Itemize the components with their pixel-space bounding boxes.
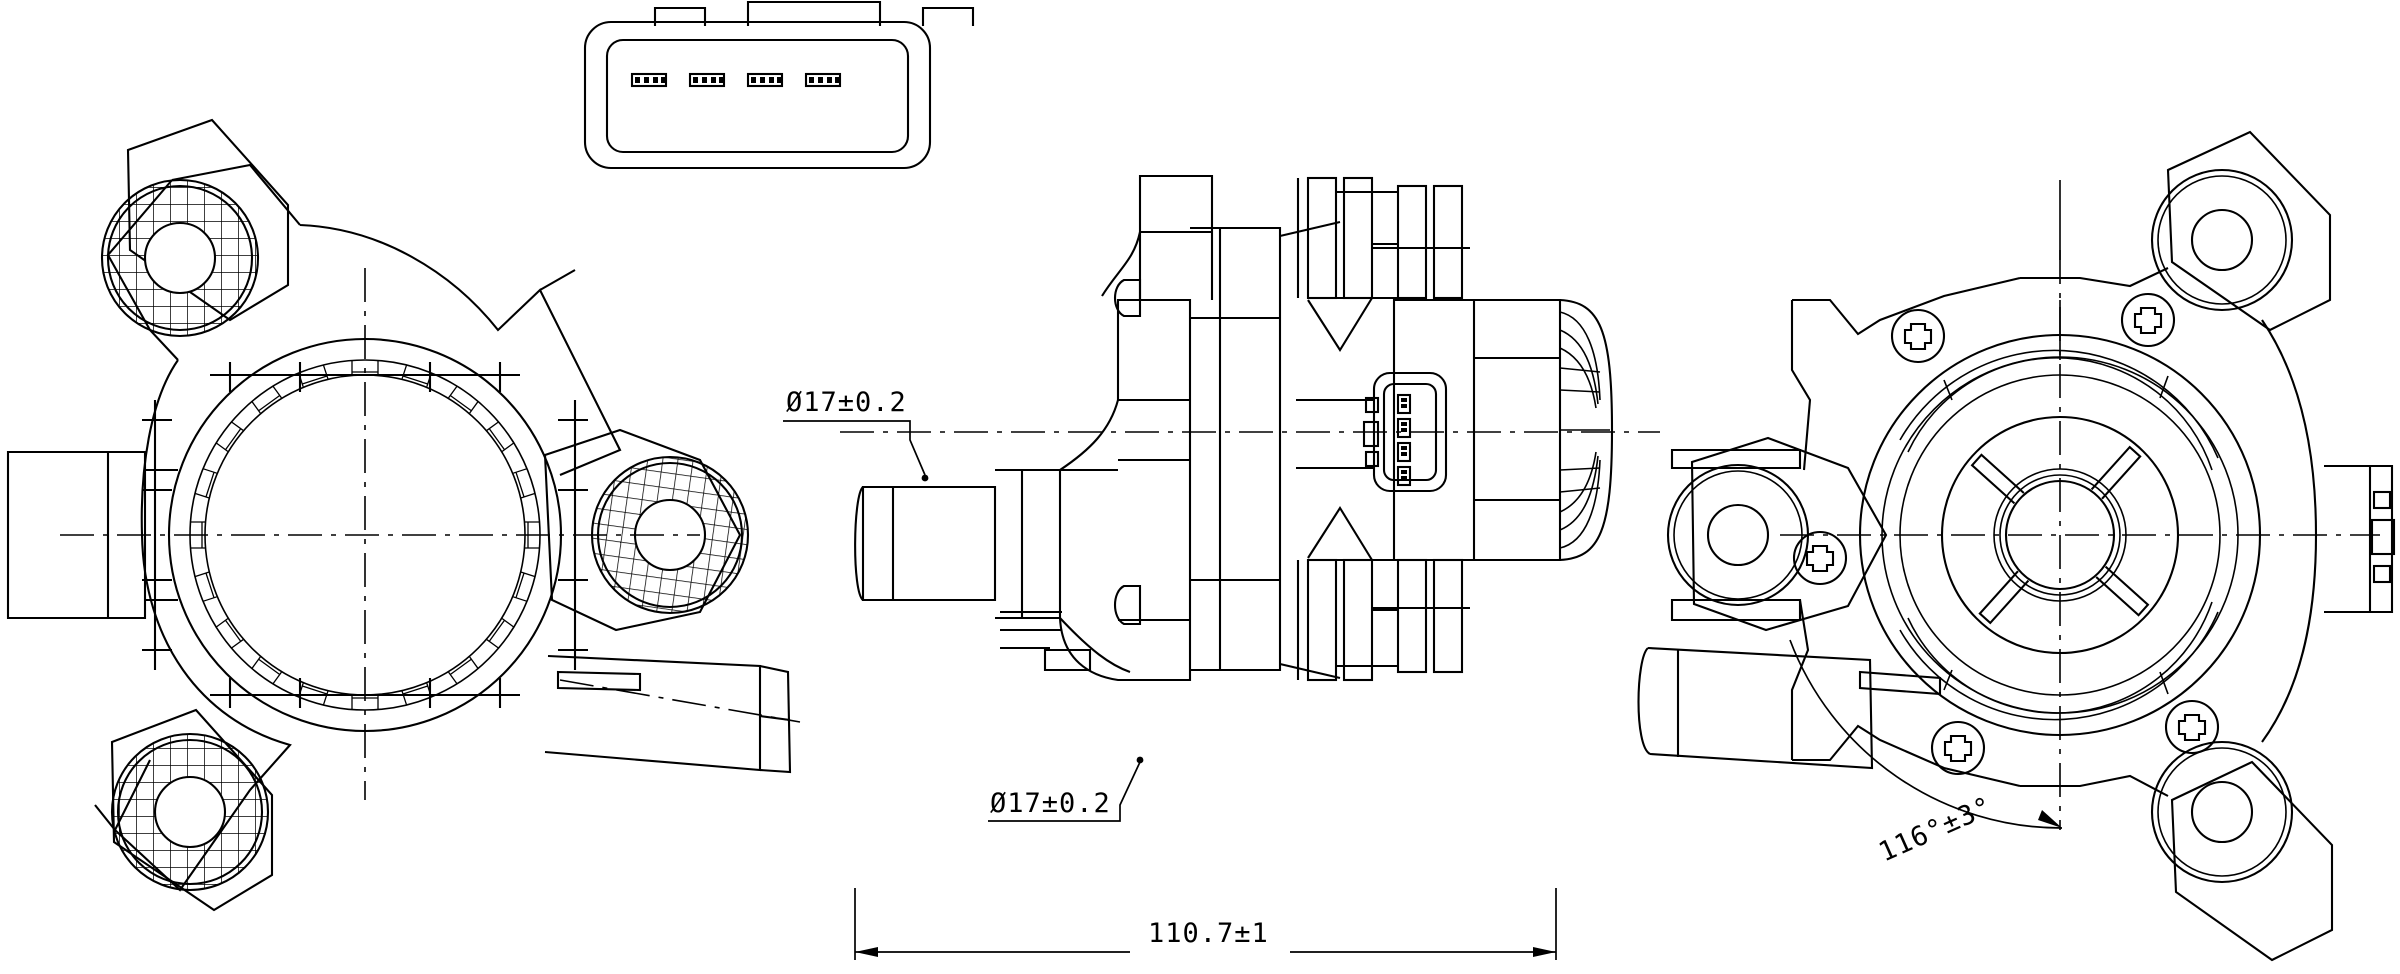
dimension-lower-diameter-text: Ø17±0.2 <box>990 788 1111 819</box>
rear-arc-rib-group <box>1899 349 2219 721</box>
housing-rib-group <box>190 360 540 710</box>
rear-mount-arm-top <box>2166 130 2332 332</box>
dimension-port-angle: 116°±3° <box>1789 639 2063 868</box>
screw-left-mid <box>1792 530 1848 586</box>
connector-detail-view <box>583 0 975 170</box>
screw-group <box>1792 292 2220 776</box>
dimension-port-angle-text: 116°±3° <box>1874 791 1997 868</box>
screw-top-right <box>2120 292 2176 348</box>
center-view <box>840 174 1660 682</box>
center-connector-pins <box>1396 393 1412 487</box>
mounting-boss-right <box>590 455 750 615</box>
rear-connector-edge <box>2324 464 2396 614</box>
screw-bottom-left <box>1930 720 1986 776</box>
dimension-upper-diameter-text: Ø17±0.2 <box>786 387 907 418</box>
left-view-outlet-hose <box>544 654 801 774</box>
dimension-overall-length: 110.7±1 <box>854 888 1557 960</box>
screw-top-left <box>1890 308 1946 364</box>
center-inlet-spigot <box>854 399 1131 673</box>
center-pump-housing <box>1043 174 1341 682</box>
dimension-overall-length-text: 110.7±1 <box>1148 918 1269 949</box>
mounting-boss-bottom <box>110 732 270 892</box>
rear-boss-bottom <box>2150 740 2294 884</box>
connector-pin-group <box>630 72 842 88</box>
mounting-boss-top <box>100 178 260 338</box>
rear-boss-top <box>2150 168 2294 312</box>
mount-arm-bottom <box>110 708 274 912</box>
right-view <box>1637 130 2396 962</box>
rear-outlet-hose <box>1637 646 1942 770</box>
left-view <box>6 118 801 912</box>
rear-left-port <box>1670 448 1802 622</box>
rear-mount-arm-left <box>1690 436 1888 632</box>
hub-spoke-group <box>1970 445 2150 625</box>
dimension-lower-diameter: Ø17±0.2 <box>988 756 1144 822</box>
rear-mount-arm-bottom <box>2170 760 2334 962</box>
center-motor-body <box>1392 298 1614 562</box>
screw-bottom-right <box>2164 699 2220 755</box>
rear-housing-outline <box>1790 267 2318 797</box>
dimension-upper-diameter: Ø17±0.2 <box>783 387 929 482</box>
